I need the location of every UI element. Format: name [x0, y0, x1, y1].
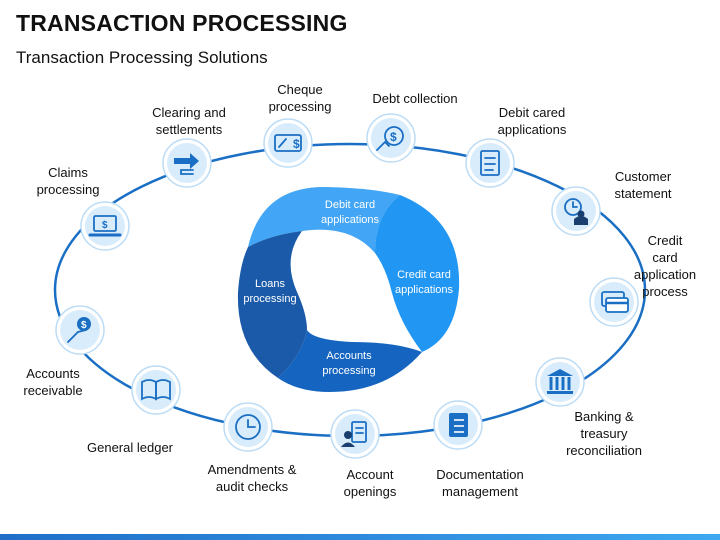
transfer-arrows-icon	[174, 153, 199, 175]
process-node	[223, 402, 273, 452]
node-label: Debt collection	[372, 91, 458, 106]
process-node: $	[263, 118, 313, 168]
process-node	[330, 409, 380, 459]
svg-text:$: $	[81, 320, 87, 331]
petal-bottom-label: Accounts processing	[322, 350, 376, 377]
node-label: Customer statement	[614, 169, 672, 201]
node-label: Clearing and settlements	[152, 105, 226, 137]
process-node	[131, 365, 181, 415]
customer-clock-icon	[564, 198, 588, 225]
svg-text:$: $	[293, 137, 300, 151]
process-node	[551, 186, 601, 236]
node-label: Claims processing	[36, 165, 100, 197]
document-icon	[480, 150, 500, 176]
petal-top	[248, 186, 400, 253]
node-label: Account openings	[343, 467, 397, 499]
node-label: Documentation management	[436, 467, 524, 499]
node-label: Cheque processing	[268, 82, 332, 114]
bank-icon	[547, 369, 573, 394]
notebook-icon	[449, 413, 468, 437]
node-label: Debit cared applications	[497, 105, 567, 137]
page-subtitle: Transaction Processing Solutions	[16, 48, 268, 67]
credit-card-icon	[601, 291, 629, 313]
node-label: Banking & treasury reconciliation	[566, 409, 642, 458]
person-form-icon	[341, 421, 367, 447]
process-node	[433, 400, 483, 450]
petal-right	[375, 195, 460, 352]
petal-left-label: Loans processing	[243, 278, 297, 305]
node-label: Amendments & audit checks	[207, 462, 297, 494]
laptop-icon: $	[88, 215, 122, 237]
svg-text:$: $	[390, 130, 397, 144]
page-title: TRANSACTION PROCESSING	[16, 10, 348, 36]
process-node	[465, 138, 515, 188]
petal-bottom	[278, 330, 422, 392]
node-label: Accounts receivable	[23, 366, 83, 398]
petal-left	[237, 231, 307, 378]
node-label: General ledger	[87, 440, 173, 455]
petal-top-label: Debit card applications	[320, 199, 380, 226]
money-bag-icon: $	[376, 126, 404, 151]
hand-dollar-icon: $	[67, 317, 91, 343]
bottom-accent-bar	[0, 534, 720, 540]
open-book-icon	[141, 379, 171, 401]
center-cycle	[237, 186, 460, 392]
node-label: Credit card application process	[633, 233, 697, 299]
clock-icon	[235, 414, 261, 440]
svg-text:$: $	[102, 220, 108, 231]
process-node	[589, 277, 639, 327]
process-node: $	[366, 113, 416, 163]
process-node	[535, 357, 585, 407]
process-node: $	[55, 305, 105, 355]
process-node	[162, 138, 212, 188]
cheque-icon: $	[274, 134, 302, 152]
petal-right-label: Credit card applications	[394, 269, 454, 296]
process-node: $	[80, 201, 130, 251]
